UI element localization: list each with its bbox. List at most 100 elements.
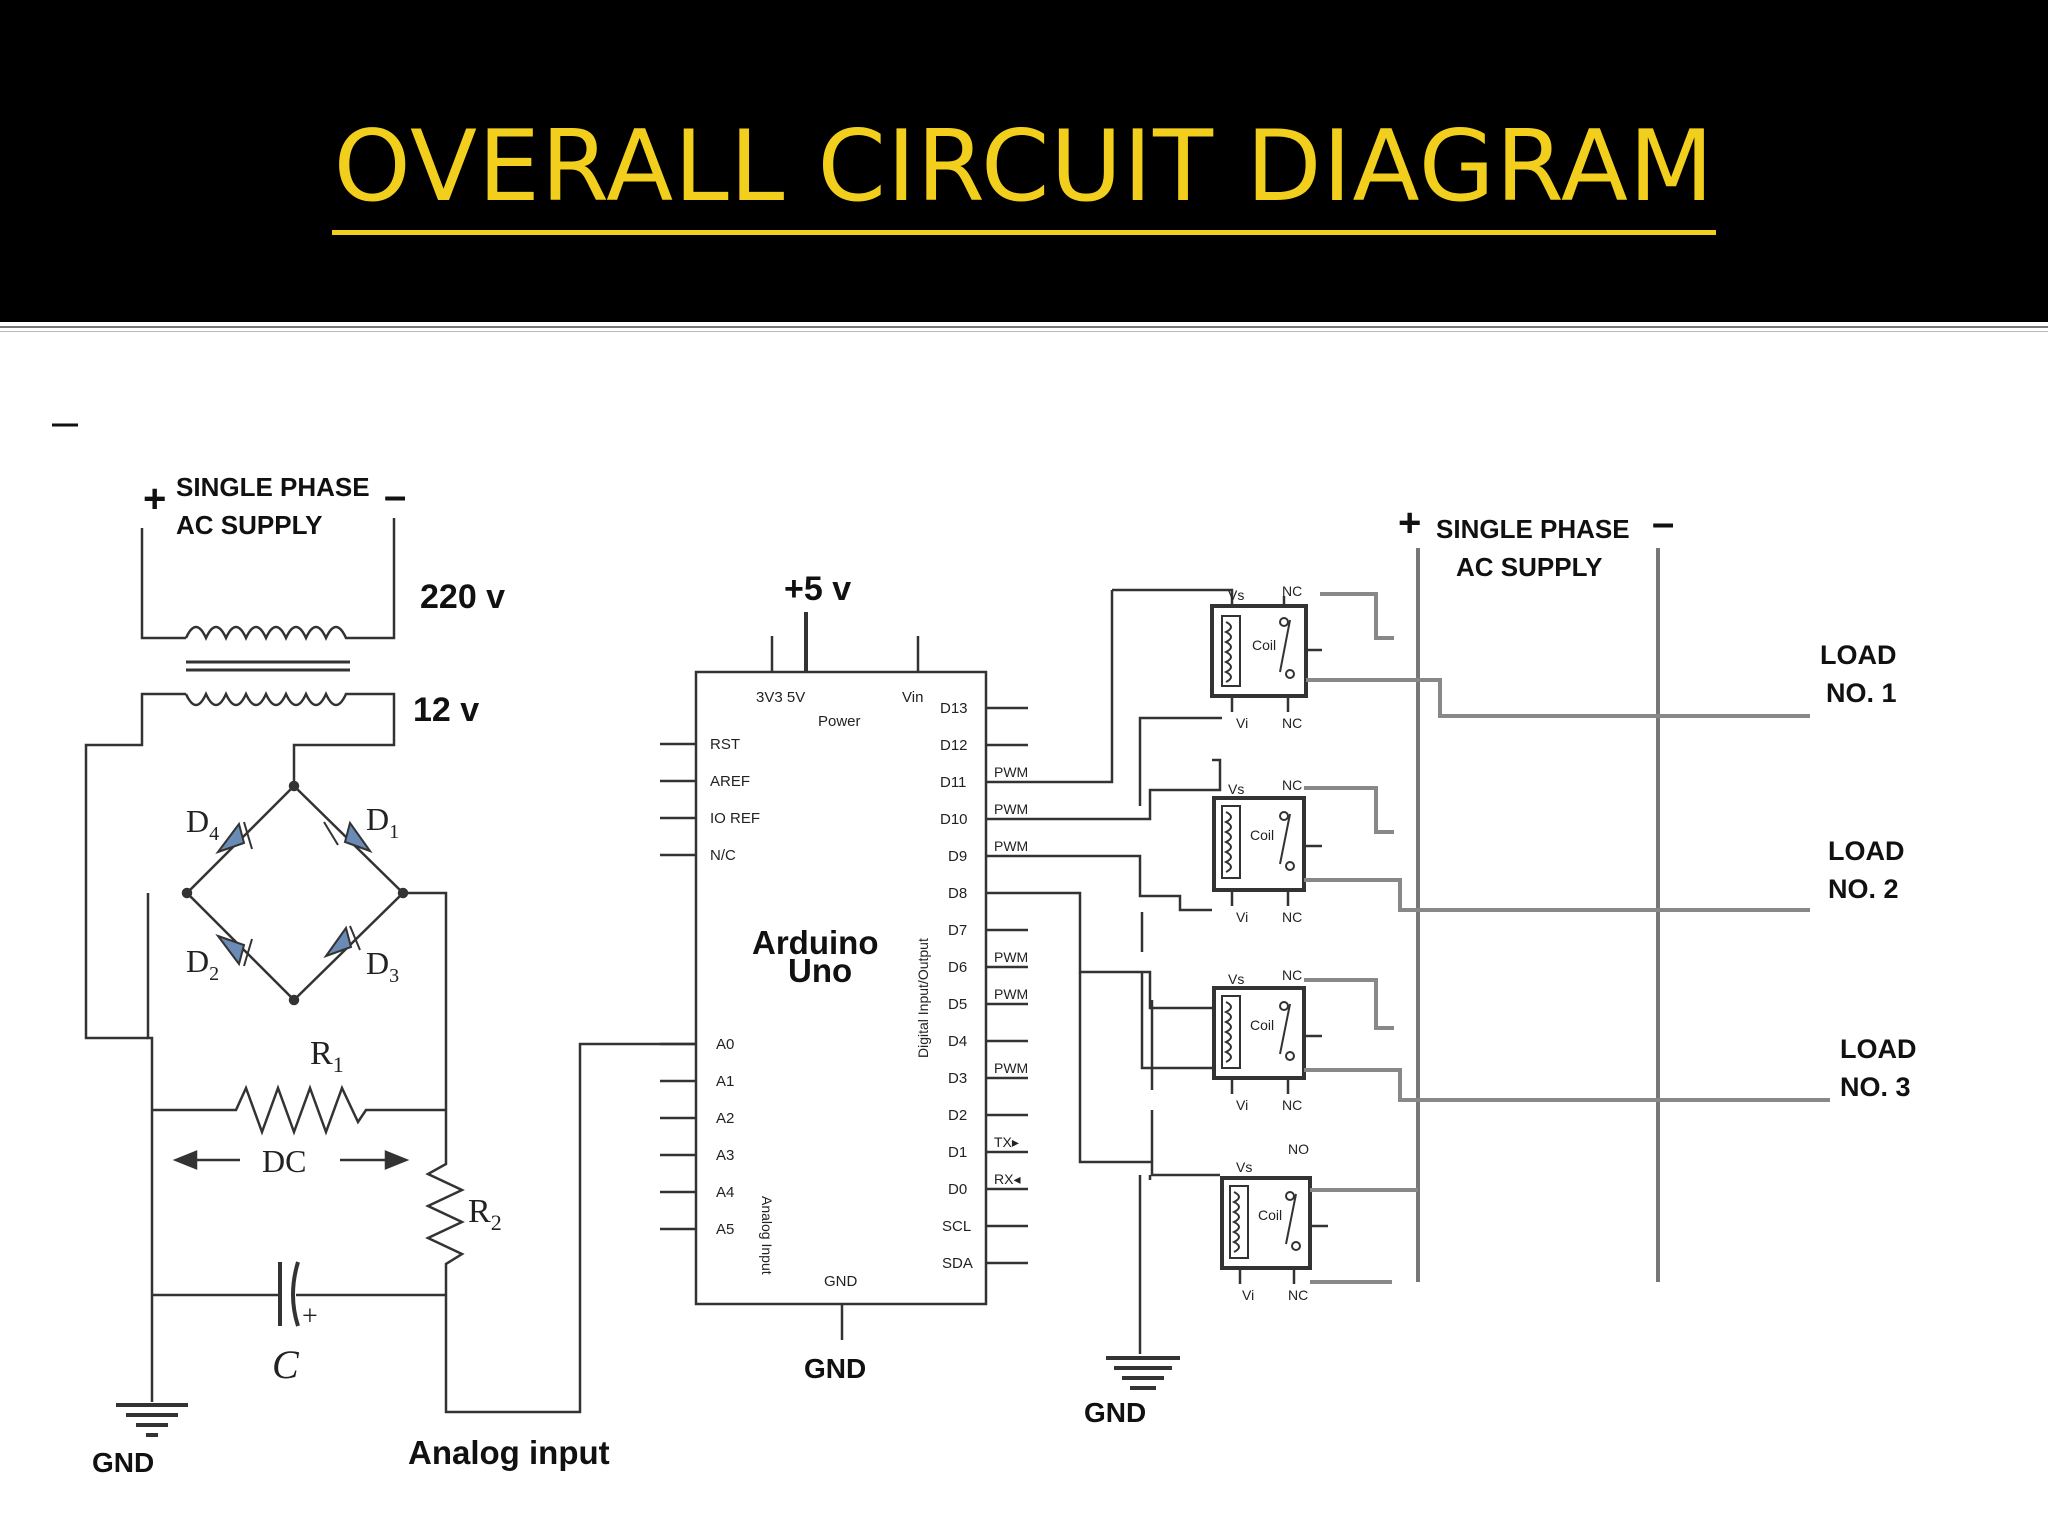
relay-2-no: NC [1282, 909, 1302, 925]
relay-4-labels: Vs NO Coil Vi NC [1236, 1141, 1309, 1303]
pin-d1: D1 [948, 1144, 967, 1161]
arduino-inner-gnd: GND [824, 1273, 858, 1290]
pin-nc: N/C [710, 847, 736, 864]
pin-d12: D12 [940, 737, 968, 754]
load-3-wiring [1304, 978, 1830, 1102]
relay-4-coil: Coil [1258, 1207, 1282, 1223]
load-1-line1: LOAD [1820, 640, 1897, 670]
load-3-line2: NO. 3 [1840, 1072, 1911, 1102]
resistor-r1 [152, 1084, 446, 1136]
diode-d4 [215, 821, 246, 855]
capacitor-plus: + [302, 1301, 318, 1332]
pin-d5: D5 [948, 996, 967, 1013]
slide-title-text: OVERALL CIRCUIT DIAGRAM [331, 110, 1717, 235]
relay-1-vi: Vi [1236, 715, 1248, 731]
pin-d6: D6 [948, 959, 967, 976]
supply-right-line2: AC SUPPLY [1456, 552, 1602, 582]
relay-3-no: NC [1282, 1097, 1302, 1113]
supply-left-minus: – [384, 474, 406, 518]
pin-aref: AREF [710, 773, 750, 790]
relay-1-labels: Vs NC Coil Vi NC [1228, 583, 1302, 731]
load-2-line1: LOAD [1828, 836, 1905, 866]
relay-2-labels: Vs NC Coil Vi NC [1228, 777, 1302, 925]
arduino-labels: +5 v Arduino Uno 3V3 5V Vin Power RST AR… [710, 570, 1028, 1384]
pwm-d5: PWM [994, 986, 1028, 1002]
filter-labels: DC R1 R2 C + GND Analog input [92, 1035, 610, 1478]
supply-left-line2: AC SUPPLY [176, 510, 322, 540]
relay-2-vs: Vs [1228, 781, 1244, 797]
transformer [84, 518, 396, 1040]
supply-left-plus: + [143, 477, 166, 521]
analog-input-label: Analog input [408, 1434, 610, 1471]
pin-ioref: IO REF [710, 810, 760, 827]
pin-d7: D7 [948, 922, 967, 939]
pin-d0: D0 [948, 1181, 967, 1198]
arduino-name-2: Uno [788, 952, 852, 989]
load-2-wiring [1304, 786, 1810, 912]
supply-right-line1: SINGLE PHASE [1436, 514, 1630, 544]
pin-a3: A3 [716, 1147, 734, 1164]
relay-4-nc: NC [1288, 1287, 1308, 1303]
relay-gnd-label: GND [1084, 1397, 1146, 1428]
title-bar [0, 0, 2048, 322]
header-rule-thin [0, 331, 2048, 332]
pwm-d9: PWM [994, 838, 1028, 854]
control-wiring [1028, 588, 1234, 1390]
pin-d13: D13 [940, 700, 968, 717]
pwm-d11: PWM [994, 764, 1028, 780]
relay-3-labels: Vs NC Coil Vi NC [1228, 967, 1302, 1113]
label-capacitor: C [272, 1342, 300, 1387]
dc-label: DC [262, 1143, 306, 1179]
relay-4-no: NO [1288, 1141, 1309, 1157]
pin-rst: RST [710, 736, 740, 753]
tx-d1: TX▸ [994, 1134, 1019, 1150]
pin-d3: D3 [948, 1070, 967, 1087]
relay-3 [1212, 986, 1322, 1094]
relay-1 [1210, 596, 1322, 712]
diode-d2 [215, 933, 246, 967]
pwm-d6: PWM [994, 949, 1028, 965]
relay-3-nc: NC [1282, 967, 1302, 983]
arduino-board [660, 612, 1028, 1340]
pin-sda: SDA [942, 1255, 973, 1272]
secondary-voltage: 12 v [413, 691, 479, 729]
relay-2-nc: NC [1282, 777, 1302, 793]
pin-a2: A2 [716, 1110, 734, 1127]
slide-title: OVERALL CIRCUIT DIAGRAM [0, 110, 2048, 235]
arduino-supply-label: +5 v [784, 570, 851, 608]
relay-4-wiring [1310, 1188, 1418, 1284]
rx-d0: RX◂ [994, 1171, 1020, 1187]
pin-a1: A1 [716, 1073, 734, 1090]
diode-d3 [323, 925, 353, 959]
relay-3-coil: Coil [1250, 1017, 1274, 1033]
label-d3: D3 [366, 945, 399, 987]
diodes [215, 820, 373, 967]
arduino-vin: Vin [902, 689, 923, 706]
relay-1-no: NC [1282, 715, 1302, 731]
pin-d2: D2 [948, 1107, 967, 1124]
pin-a4: A4 [716, 1184, 734, 1201]
arduino-name-1: Arduino [752, 924, 878, 961]
pin-d9: D9 [948, 848, 967, 865]
pwm-d3: PWM [994, 1060, 1028, 1076]
pin-d11: D11 [940, 774, 966, 791]
supply-right-minus: – [1652, 501, 1674, 545]
load-3-line1: LOAD [1840, 1034, 1917, 1064]
relay-3-vi: Vi [1236, 1097, 1248, 1113]
label-r2: R2 [468, 1193, 502, 1235]
gnd-left-label: GND [92, 1447, 154, 1478]
relay-4-vi: Vi [1242, 1287, 1254, 1303]
load-1-wiring [1306, 592, 1810, 718]
label-d4: D4 [186, 803, 219, 845]
relay-2-vi: Vi [1236, 909, 1248, 925]
relay-1-nc: NC [1282, 583, 1302, 599]
label-d1: D1 [366, 801, 399, 843]
right-ac-supply: + – SINGLE PHASE AC SUPPLY [1398, 501, 1674, 582]
load-2-line2: NO. 2 [1828, 874, 1899, 904]
label-r1: R1 [310, 1035, 344, 1077]
ac-bus-lines [1416, 548, 1660, 1282]
analog-caption: Analog Input [759, 1196, 775, 1275]
diode-labels: D4 D1 D2 D3 [186, 801, 399, 987]
arduino-power-pins: 3V3 5V [756, 689, 805, 706]
pin-scl: SCL [942, 1218, 971, 1235]
